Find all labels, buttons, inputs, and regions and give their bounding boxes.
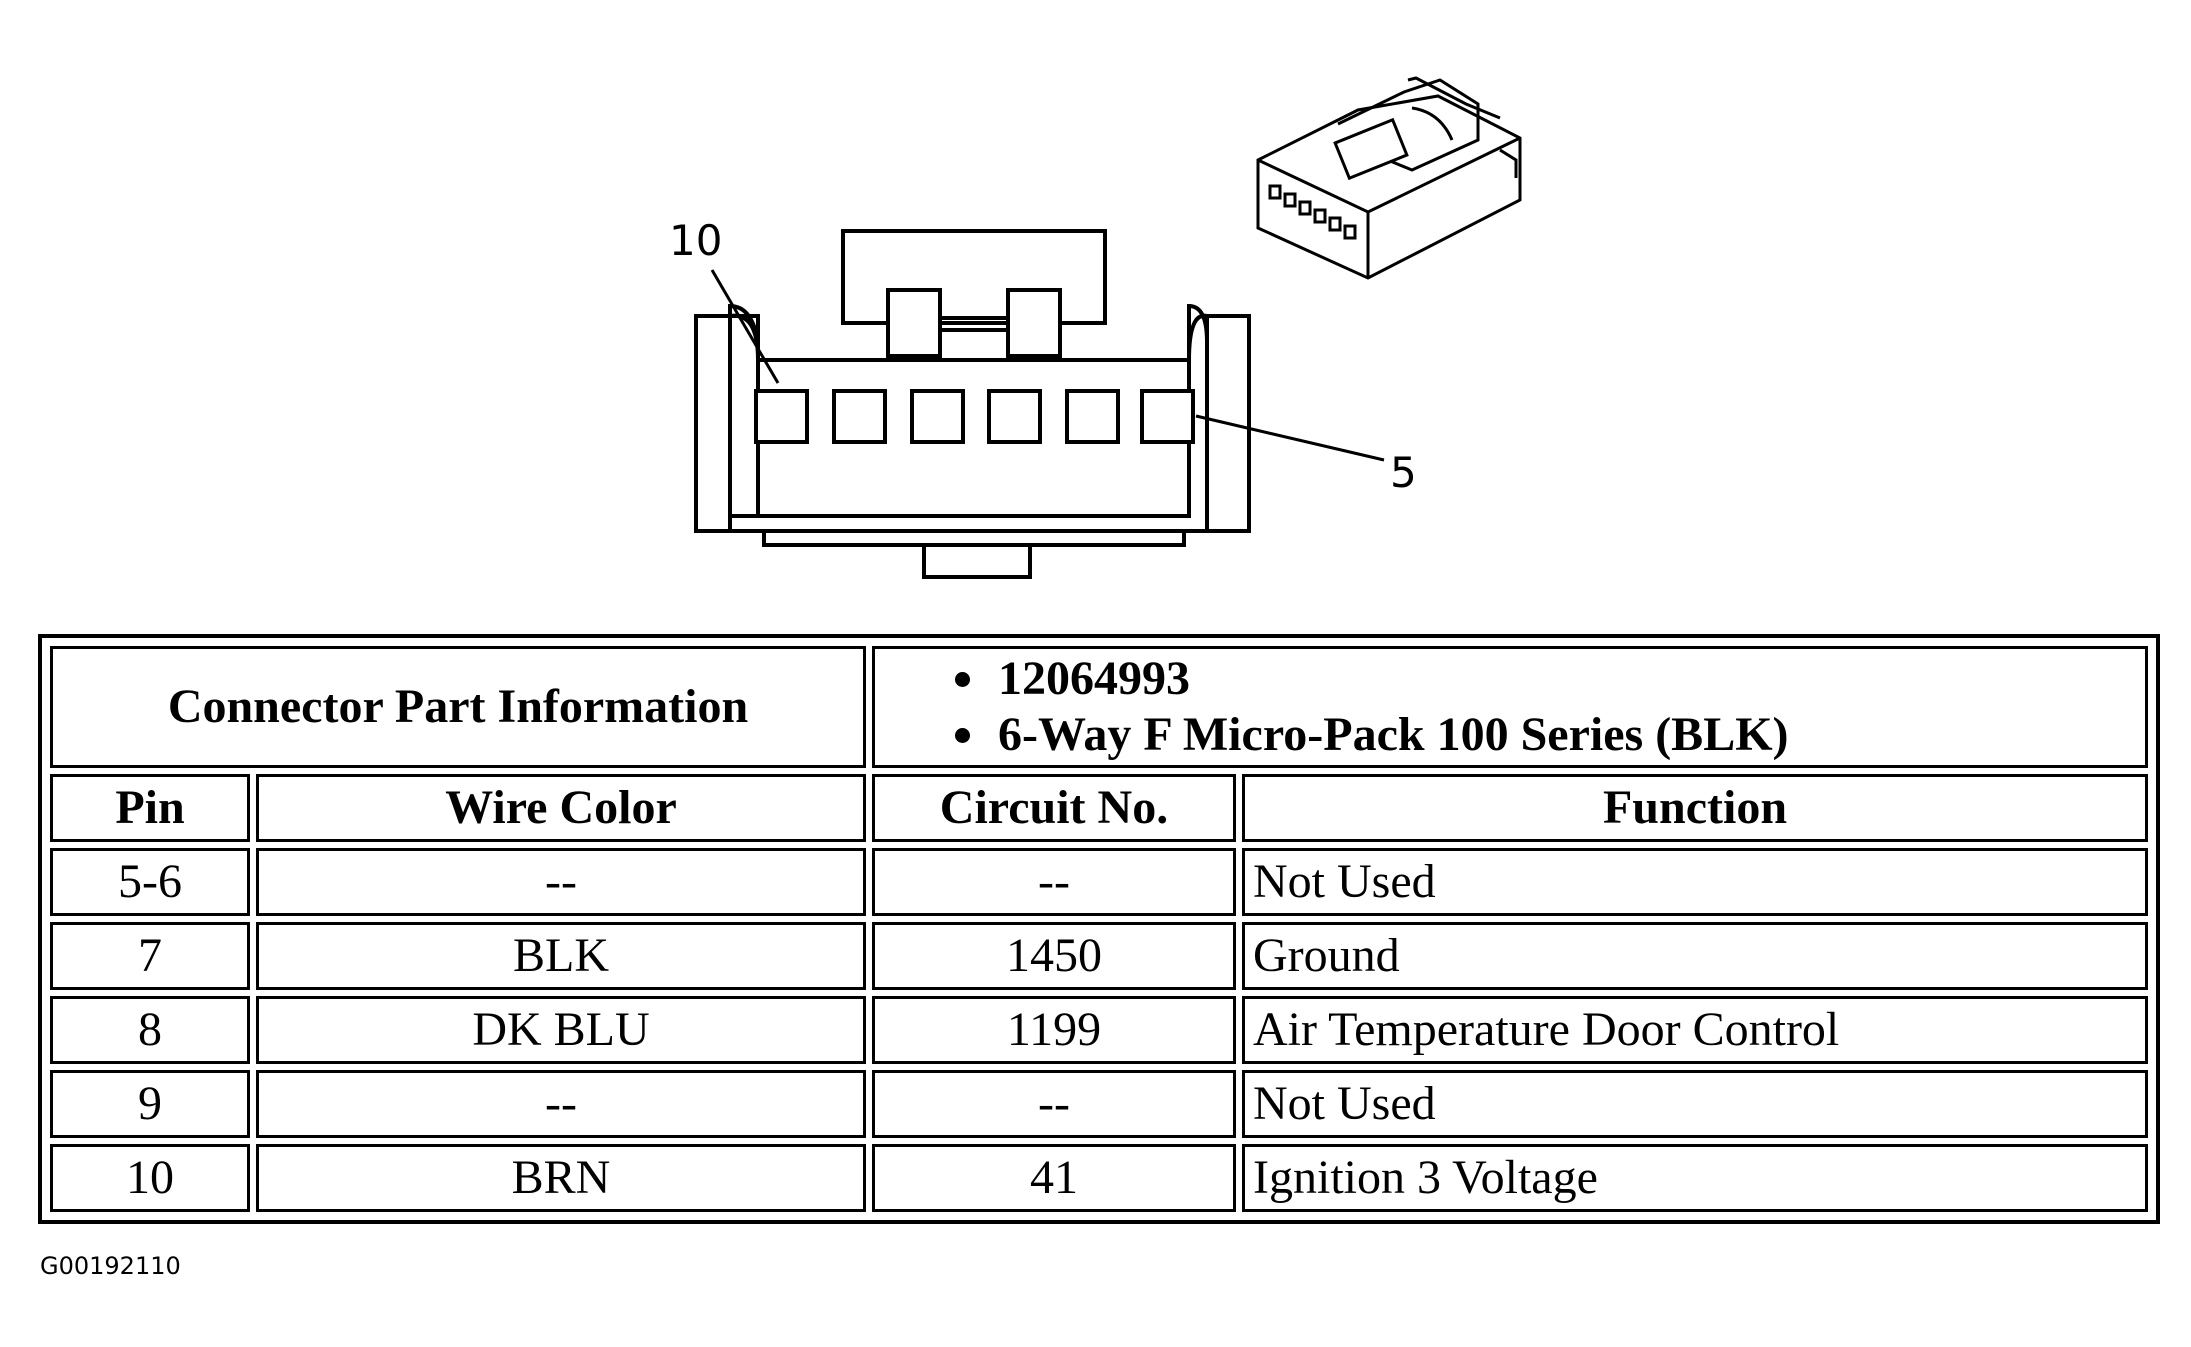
- connector-face-view: [694, 229, 1385, 579]
- bullet-icon: [955, 671, 970, 687]
- connector-description-item: 6-Way F Micro-Pack 100 Series (BLK): [955, 707, 1789, 763]
- connector-part-info-values: 12064993 6-Way F Micro-Pack 100 Series (…: [872, 646, 2148, 768]
- table-row-function: Ground: [1242, 922, 2148, 990]
- connector-isometric-view: [1256, 76, 1522, 280]
- table-row-pin: 7: [50, 922, 250, 990]
- table-row-function: Air Temperature Door Control: [1242, 996, 2148, 1064]
- connector-part-info-label: Connector Part Information: [50, 646, 866, 768]
- part-number: 12064993: [998, 652, 1190, 705]
- column-header-pin: Pin: [50, 774, 250, 842]
- pin-cavity-5: [1140, 389, 1195, 444]
- table-row-function: Not Used: [1242, 848, 2148, 916]
- column-header-function: Function: [1242, 774, 2148, 842]
- column-header-wire-color: Wire Color: [256, 774, 866, 842]
- table-row-pin: 10: [50, 1144, 250, 1212]
- pin-cavity: [1065, 389, 1120, 444]
- table-row-circuit: 1450: [872, 922, 1236, 990]
- table-row-wire-color: BLK: [256, 922, 866, 990]
- callout-leader-5: [1195, 414, 1385, 462]
- table-row-wire-color: --: [256, 848, 866, 916]
- part-number-item: 12064993: [955, 651, 1190, 707]
- pin-cavity-10: [754, 389, 809, 444]
- table-row-wire-color: --: [256, 1070, 866, 1138]
- table-row-circuit: --: [872, 848, 1236, 916]
- pin-label-10: 10: [669, 216, 722, 265]
- table-row-wire-color: DK BLU: [256, 996, 866, 1064]
- figure-id: G00192110: [40, 1252, 181, 1280]
- table-row-pin: 9: [50, 1070, 250, 1138]
- pin-cavity: [832, 389, 887, 444]
- table-row-function: Ignition 3 Voltage: [1242, 1144, 2148, 1212]
- table-row-circuit: 41: [872, 1144, 1236, 1212]
- bullet-icon: [955, 727, 970, 743]
- table-row-function: Not Used: [1242, 1070, 2148, 1138]
- pin-cavity: [987, 389, 1042, 444]
- pin-label-5: 5: [1390, 448, 1417, 497]
- table-row-pin: 5-6: [50, 848, 250, 916]
- connector-diagram: 10 5: [669, 76, 1522, 579]
- column-header-circuit-no: Circuit No.: [872, 774, 1236, 842]
- pin-cavity: [910, 389, 965, 444]
- table-row-circuit: 1199: [872, 996, 1236, 1064]
- table-row-wire-color: BRN: [256, 1144, 866, 1212]
- callout-leader-10: [710, 269, 780, 384]
- connector-info-table: Connector Part Information 12064993 6-Wa…: [38, 634, 2160, 1224]
- table-row-circuit: --: [872, 1070, 1236, 1138]
- table-row-pin: 8: [50, 996, 250, 1064]
- connector-description: 6-Way F Micro-Pack 100 Series (BLK): [998, 708, 1789, 761]
